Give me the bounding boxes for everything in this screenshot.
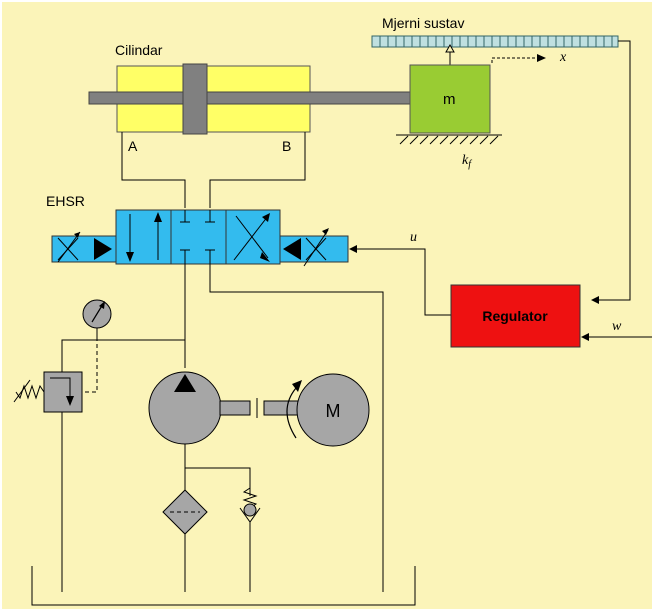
relief-valve-arrow (66, 396, 74, 406)
filter-branch (185, 467, 251, 496)
spring-adjust (13, 379, 31, 403)
rotation-arrow-head (292, 380, 302, 392)
piston-rod (88, 91, 412, 105)
pilot-line (82, 330, 98, 393)
u-label: u (410, 230, 417, 245)
mass-label: m (443, 91, 456, 108)
control-signal-line (349, 245, 451, 316)
displacement-arrow-head (537, 54, 546, 62)
port-a-label: A (128, 138, 138, 154)
cylinder-label: Cilindar (115, 42, 163, 58)
measurement-scale (371, 35, 619, 48)
measurement-label: Mjerni sustav (382, 15, 464, 31)
displacement-arrow (491, 57, 538, 63)
line-port-b (209, 132, 306, 208)
rotation-arrow (286, 387, 297, 439)
return-line (209, 264, 384, 592)
motor-label: M (326, 401, 341, 421)
x-label: x (559, 50, 567, 65)
mass-block (409, 64, 491, 134)
scale-pointer-head (445, 43, 455, 53)
regulator-label: Regulator (482, 308, 548, 324)
line-port-a (121, 132, 186, 208)
relief-valve-icon (43, 371, 83, 413)
relief-spring (15, 384, 45, 400)
relief-branch (61, 339, 185, 372)
check-spring (242, 487, 258, 509)
w-label: w (612, 319, 622, 334)
valve-assembly (51, 209, 349, 267)
spring-constant-label: kf (462, 153, 472, 170)
ground-hatch (396, 134, 502, 145)
motor-icon (296, 373, 370, 447)
check-ball (243, 503, 257, 517)
feedback-line (591, 40, 631, 304)
piston (182, 63, 208, 135)
relief-valve-path (50, 377, 71, 404)
regulator-block (450, 284, 581, 348)
shaft-right (263, 400, 301, 416)
port-b-label: B (282, 138, 291, 154)
gauge-needle-head (99, 301, 105, 309)
valve-label: EHSR (46, 193, 85, 209)
shaft-left (219, 400, 251, 416)
tank (31, 566, 416, 606)
pump-arrow (174, 374, 196, 392)
